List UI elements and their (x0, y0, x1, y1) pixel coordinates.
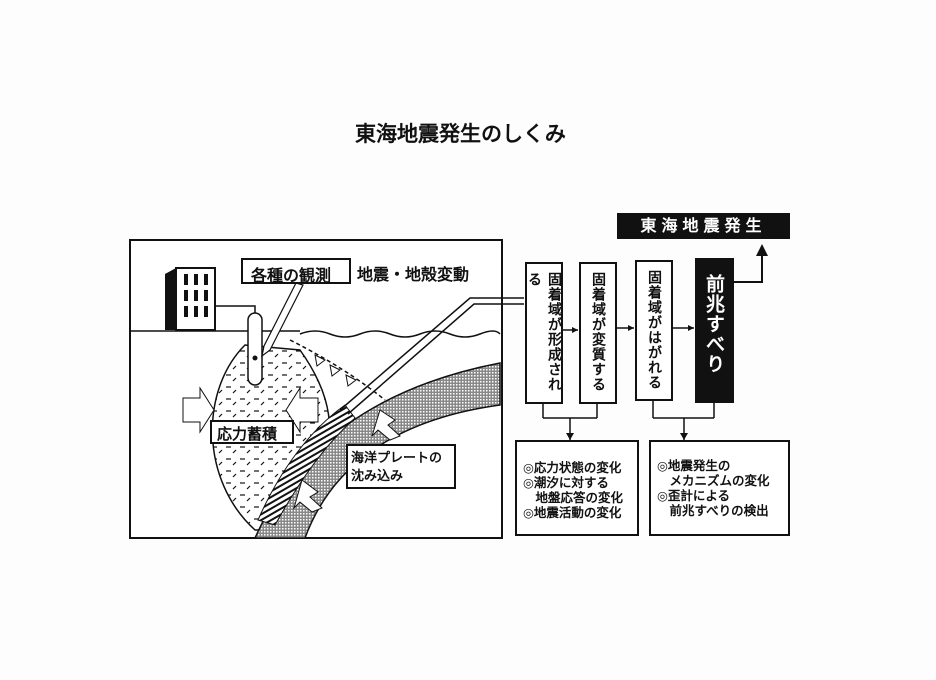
plate-label-line1: 海洋プレートの (351, 451, 443, 466)
crust-movement-label: 地震・地殻変動 (357, 265, 470, 284)
observation-notes-right: ◎地震発生の メカニズムの変化 ◎歪計による 前兆すべりの検出 (649, 440, 790, 536)
note-line: ◎歪計による (657, 488, 731, 503)
plate-subduction-label: 海洋プレートの 沈み込み (346, 444, 456, 489)
observation-notes-left: ◎応力状態の変化 ◎潮汐に対する 地盤応答の変化 ◎地震活動の変化 (515, 440, 639, 536)
note-line: ◎潮汐に対する (523, 475, 609, 490)
note-line: 地盤応答の変化 (523, 490, 624, 505)
stage-box-1: 固着域が形成される (525, 262, 563, 404)
stage-box-2: 固着域が変質する (579, 262, 617, 404)
compression-arrow-left (182, 386, 215, 434)
subduction-arrow (292, 479, 323, 513)
borehole-sensor (247, 312, 263, 386)
note-line: ◎地震発生の (657, 458, 731, 473)
diagram-title: 東海地震発生のしくみ (355, 122, 566, 146)
tokai-earthquake-banner: 東海地震発生 (617, 213, 790, 239)
note-line: ◎地震活動の変化 (523, 505, 622, 520)
stage-box-precursor-slip: 前兆すべり (695, 258, 734, 403)
note-line: 前兆すべりの検出 (657, 503, 769, 518)
sea-surface (299, 330, 501, 338)
plate-label-line2: 沈み込み (351, 469, 404, 484)
stage-label: 固着域がはがれる (646, 270, 662, 390)
stage-label: 固着域が形成される (526, 272, 562, 392)
building-icon (165, 267, 216, 331)
stage-box-3: 固着域がはがれる (635, 260, 673, 401)
note-line: ◎応力状態の変化 (523, 460, 622, 475)
observation-label: 各種の観測 (241, 258, 351, 285)
stage-label: 前兆すべり (703, 274, 725, 374)
stage-label: 固着域が変質する (590, 272, 606, 392)
subduction-arrow (371, 409, 401, 441)
note-line: メカニズムの変化 (657, 473, 770, 488)
stress-accumulation-label: 応力蓄積 (210, 420, 294, 444)
